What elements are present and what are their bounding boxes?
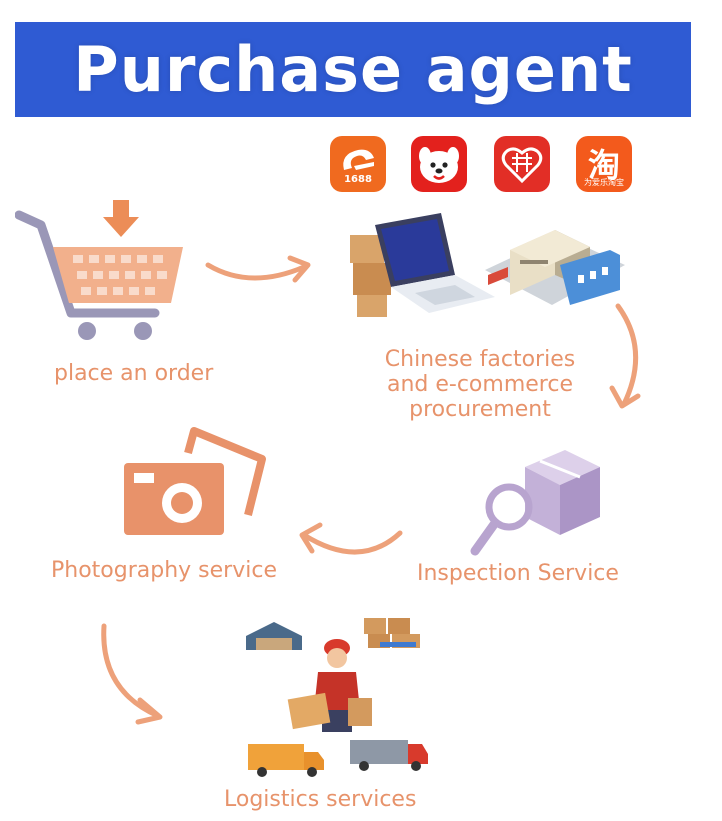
photography-label: Photography service [51, 558, 277, 583]
arrow-down-right-icon [101, 623, 163, 725]
camera-icon [124, 427, 266, 535]
banner-title: Purchase agent [73, 33, 633, 106]
logistics-label: Logistics services [224, 787, 417, 812]
header-banner: Purchase agent [15, 22, 691, 117]
taobao-glyph: 淘 [587, 146, 620, 184]
alibaba-1688-icon: 1688 [330, 136, 386, 192]
shopping-cart-icon [15, 200, 183, 340]
procurement-line-2: and e-commerce [386, 372, 573, 397]
procurement-label: Chinese factories and e-commerce procure… [355, 347, 605, 422]
arrow-right-icon [205, 255, 311, 283]
logistics-worker-icon [246, 618, 428, 777]
arrow-left-icon [299, 522, 403, 555]
pinduoduo-icon [494, 136, 550, 192]
badge-1688: 1688 [344, 174, 372, 185]
inspection-label: Inspection Service [417, 561, 619, 586]
laptop-boxes-icon [350, 213, 495, 317]
inspection-box-icon [470, 450, 600, 556]
factory-building-icon [485, 230, 625, 305]
procurement-line-3: procurement [409, 397, 551, 422]
taobao-tagline: 为爱乐淘宝 [584, 178, 624, 187]
order-label: place an order [54, 361, 214, 386]
taobao-icon: 淘 为爱乐淘宝 [576, 136, 632, 192]
arrow-down-icon [609, 303, 641, 409]
procurement-line-1: Chinese factories [384, 347, 576, 372]
jd-dog-icon [411, 136, 467, 192]
